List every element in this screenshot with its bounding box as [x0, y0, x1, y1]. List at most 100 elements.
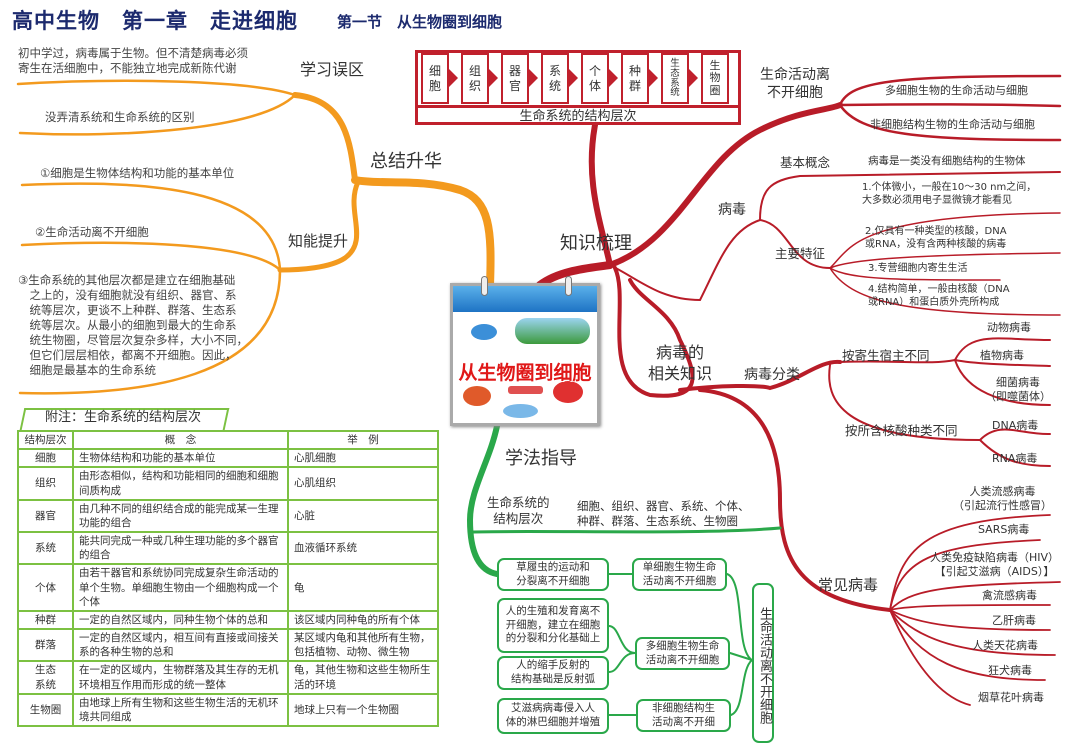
table-cell: 生物体结构和功能的基本单位 — [72, 448, 289, 469]
level-cell: 组 织 — [461, 53, 489, 104]
orange-ability-branch — [277, 179, 361, 273]
common-virus-item: 乙肝病毒 — [992, 614, 1036, 627]
common-virus-item: 人类流感病毒 （引起流行性感冒） — [953, 485, 1052, 513]
nucleic-item: RNA病毒 — [992, 452, 1038, 465]
table-cell: 群落 — [17, 628, 74, 663]
table-cell: 细胞 — [17, 448, 74, 469]
arrow-right-icon — [529, 69, 538, 87]
table-cell: 个体 — [17, 563, 74, 612]
orange-main-branch — [351, 176, 495, 289]
table-cell: 心肌组织 — [287, 466, 439, 501]
example-box: 人的缩手反射的 结构基础是反射弧 — [497, 656, 609, 690]
table-header-row: 结构层次 概 念 举 例 — [17, 429, 439, 451]
table-cell: 系统 — [17, 531, 74, 566]
common-virus-item: 人类天花病毒 — [972, 639, 1038, 652]
table-row: 个体由若干器官和系统协同完成复杂生命活动的单个生物。单细胞生物由一个细胞构成一个… — [17, 563, 439, 612]
center-calendar: 从生物圈到细胞 — [450, 276, 600, 426]
section-title: 第一节 从生物圈到细胞 — [337, 13, 503, 31]
table-cell: 生物圈 — [17, 692, 74, 728]
table-header: 概 念 — [72, 429, 289, 451]
hierarchy-table: 结构层次 概 念 举 例 细胞生物体结构和功能的基本单位心肌细胞 组织由形态相似… — [17, 429, 439, 728]
feature-item: 4.结构简单，一般由核酸（DNA 或RNA）和蛋白质外壳所构成 — [868, 284, 1010, 308]
table-cell: 由几种不同的组织结合成的能完成某一生理功能的组合 — [72, 498, 289, 534]
level-cell: 细 胞 — [421, 53, 449, 104]
knowledge-node: 知识梳理 — [560, 233, 632, 254]
level-cell: 生 物 圈 — [701, 53, 729, 104]
arrow-right-icon — [449, 69, 458, 87]
virus-node: 病毒 — [718, 202, 746, 218]
table-cell: 在一定的区域内，生物群落及其生存的无机环境相互作用而形成的统一整体 — [72, 660, 289, 695]
table-row: 系统能共同完成一种或几种生理功能的多个器官的组合血液循环系统 — [17, 531, 439, 566]
table-cell: 龟，其他生物和这些生物所生活的环境 — [287, 660, 439, 695]
level-cell: 器 官 — [501, 53, 529, 104]
summary-node: 总结升华 — [370, 151, 442, 172]
table-cell: 一定的自然区域内，相互间有直接或间接关系的各种生物的总和 — [72, 628, 289, 663]
arrow-right-icon — [609, 69, 618, 87]
by-host-node: 按寄生宿主不同 — [842, 348, 930, 363]
table-cell: 由地球上所有生物和这些生物生活的无机环境共同组成 — [72, 692, 289, 728]
hierarchy-caption: 生命系统的结构层次 — [418, 105, 738, 126]
table-cell: 种群 — [17, 609, 74, 631]
common-virus-item: 禽流感病毒 — [982, 589, 1037, 602]
table-cell: 心脏 — [287, 498, 439, 534]
ability-item: ③生命系统的其他层次都是建立在细胞基础 之上的，没有细胞就没有组织、器官、系 统… — [18, 273, 248, 377]
table-cell: 组织 — [17, 466, 74, 501]
classification-node: 病毒分类 — [744, 367, 800, 383]
host-item: 细菌病毒 （即噬菌体） — [985, 376, 1051, 404]
page-title: 高中生物 第一章 走进细胞 — [12, 9, 298, 33]
level-cell: 个 体 — [581, 53, 609, 104]
table-row: 细胞生物体结构和功能的基本单位心肌细胞 — [17, 448, 439, 469]
tissue-image — [508, 386, 543, 394]
table-cell: 心肌细胞 — [287, 448, 439, 469]
organ-image — [553, 381, 583, 403]
center-title: 从生物圈到细胞 — [458, 362, 592, 384]
example-box: 人的生殖和发育离不 开细胞，建立在细胞 的分裂和分化基础上 — [497, 598, 609, 653]
ability-node: 知能提升 — [288, 232, 349, 250]
feature-item: 3.专营细胞内寄生生活 — [868, 263, 968, 274]
table-row: 生态 系统在一定的区域内，生物群落及其生存的无机环境相互作用而形成的统一整体龟，… — [17, 660, 439, 695]
pitfall-item: 初中学过，病毒属于生物。但不清楚病毒必须 寄生在活细胞中，不能独立地完成新陈代谢 — [18, 46, 248, 75]
table-header: 结构层次 — [17, 429, 74, 451]
calendar-ring-icon — [565, 276, 572, 296]
life-item: 非细胞结构生物的生命活动与细胞 — [870, 118, 1035, 131]
table-row: 器官由几种不同的组织结合成的能完成某一生理功能的组合心脏 — [17, 498, 439, 534]
method-levels-node: 生命系统的 结构层次 — [487, 495, 550, 527]
pitfall-item: 没弄清系统和生命系统的区别 — [45, 110, 195, 124]
nucleic-item: DNA病毒 — [992, 419, 1039, 432]
features-node: 主要特征 — [775, 246, 826, 261]
calendar-ring-icon — [481, 276, 488, 296]
calendar-header — [453, 286, 597, 312]
green-main-branch — [466, 423, 500, 577]
feature-item: 2.仅具有一种类型的核酸，DNA 或RNA，没有含两种核酸的病毒 — [865, 226, 1007, 250]
landscape-image — [515, 318, 590, 344]
common-virus-node: 常见病毒 — [818, 576, 879, 594]
concept-text: 病毒是一类没有细胞结构的生物体 — [868, 155, 1026, 167]
table-cell: 由若干器官和系统协同完成复杂生命活动的单个生物。单细胞生物由一个细胞构成一个个体 — [72, 563, 289, 612]
hierarchy-box: 细 胞 组 织 器 官 系 统 个 体 种 群 生 态 系 统 生 物 圈 生命… — [415, 50, 741, 125]
arrow-right-icon — [489, 69, 498, 87]
table-cell: 地球上只有一个生物圈 — [287, 692, 439, 728]
ability-item: ②生命活动离不开细胞 — [35, 225, 149, 239]
ability-item: ①细胞是生物体结构和功能的基本单位 — [40, 166, 235, 180]
table-cell: 器官 — [17, 498, 74, 534]
level-cell: 系 统 — [541, 53, 569, 104]
example-box: 艾滋病病毒侵入人 体的淋巴细胞并增殖 — [497, 698, 609, 734]
host-item: 动物病毒 — [987, 321, 1031, 334]
host-item: 植物病毒 — [980, 349, 1024, 362]
red-virus-knowledge-loop — [613, 266, 695, 398]
level-cell: 种 群 — [621, 53, 649, 104]
level-cell: 生 态 系 统 — [661, 53, 689, 104]
common-virus-item: 烟草花叶病毒 — [978, 691, 1044, 704]
arrow-right-icon — [649, 69, 658, 87]
table-cell: 血液循环系统 — [287, 531, 439, 566]
arrow-right-icon — [569, 69, 578, 87]
table-header: 举 例 — [287, 429, 439, 451]
table-title: 附注：生命系统的结构层次 — [45, 410, 202, 425]
category-box: 多细胞生物生命 活动离不开细胞 — [635, 637, 730, 670]
concept-node: 基本概念 — [780, 155, 831, 170]
table-row: 群落一定的自然区域内，相互间有直接或间接关系的各种生物的总和某区域内龟和其他所有… — [17, 628, 439, 663]
table-cell: 一定的自然区域内，同种生物个体的总和 — [72, 609, 289, 631]
table-row: 生物圈由地球上所有生物和这些生物生活的无机环境共同组成地球上只有一个生物圈 — [17, 692, 439, 728]
virus-knowledge-node: 病毒的 相关知识 — [648, 343, 713, 383]
